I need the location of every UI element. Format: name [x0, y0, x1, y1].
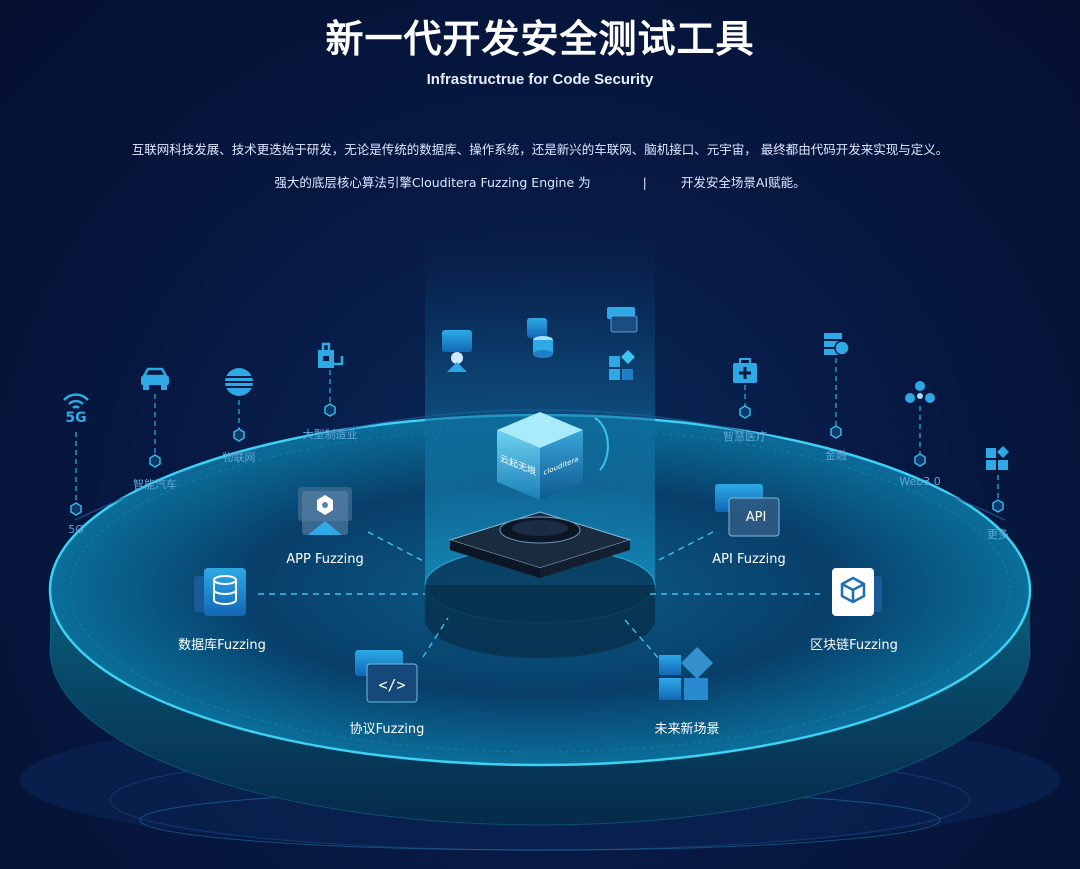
pillar-label-finance: 金融 — [825, 449, 847, 462]
pillar-label-web3: Web3.0 — [899, 475, 941, 488]
clouditera-cube — [497, 412, 583, 500]
blockchain-fuzzing-label: 区块链Fuzzing — [810, 638, 898, 653]
future-scenario-icon — [657, 645, 717, 705]
api-fuzzing-label: API Fuzzing — [712, 552, 786, 567]
platform-inner-ring — [69, 427, 1011, 753]
pillar-label-manufacturing: 大型制造业 — [302, 428, 358, 441]
pillar-lines — [75, 358, 999, 505]
svg-text:</>: </> — [378, 676, 405, 694]
connectors — [258, 531, 820, 661]
app-fuzzing-icon — [296, 485, 354, 537]
api-badge-text: API — [745, 510, 767, 525]
finance-icon — [822, 331, 850, 359]
page-title: 新一代开发安全测试工具 — [325, 17, 755, 61]
medical-kit-icon — [731, 357, 759, 385]
car-icon — [138, 366, 172, 392]
pillar-label-medical: 智慧医疗 — [723, 430, 767, 443]
floating-api-icon — [442, 330, 472, 372]
description-separator: | — [642, 175, 647, 190]
floating-code-icon — [607, 307, 638, 333]
description-line-2: 强大的底层核心算法引擎Clouditera Fuzzing Engine 为 | 开… — [0, 172, 1080, 191]
pillar-label-5g: 5G — [68, 523, 84, 536]
pillar-label-more: 更多 — [987, 528, 1009, 541]
pillar-label-iot: 物联网 — [222, 451, 256, 464]
platform-side — [50, 590, 1030, 825]
page-subtitle: Infrastructrue for Code Security — [426, 71, 654, 88]
future-scenario-label: 未来新场景 — [654, 722, 720, 737]
more-grid-icon — [984, 445, 1012, 473]
pillar-nodes — [70, 403, 1004, 516]
chip — [448, 511, 632, 578]
pillar-label-car: 智能汽车 — [133, 478, 177, 491]
center-pedestal-side — [425, 585, 655, 658]
5g-icon — [58, 388, 94, 432]
description-line-2-after: 开发安全场景AI赋能。 — [680, 175, 806, 190]
database-fuzzing-label: 数据库Fuzzing — [178, 638, 266, 653]
manufacturing-icon — [314, 342, 346, 370]
protocol-fuzzing-label: 协议Fuzzing — [349, 722, 425, 737]
iot-globe-icon — [223, 366, 255, 398]
app-fuzzing-label: APP Fuzzing — [286, 552, 364, 567]
floating-db-icon — [527, 318, 553, 358]
database-fuzzing-icon — [194, 566, 250, 618]
cube-orbit — [594, 417, 609, 471]
api-fuzzing-icon — [715, 484, 781, 538]
5g-icon-text: 5G — [65, 410, 87, 426]
floating-grid-icon — [609, 350, 635, 380]
blockchain-fuzzing-icon — [828, 566, 884, 618]
web3-network-icon — [905, 380, 935, 408]
protocol-fuzzing-icon: </> — [355, 648, 419, 704]
description-line-1: 互联网科技发展、技术更迭始于研发，无论是传统的数据库、操作系统，还是新兴的车联网… — [131, 142, 949, 157]
description-line-2-before: 强大的底层核心算法引擎Clouditera Fuzzing Engine 为 — [274, 175, 591, 190]
